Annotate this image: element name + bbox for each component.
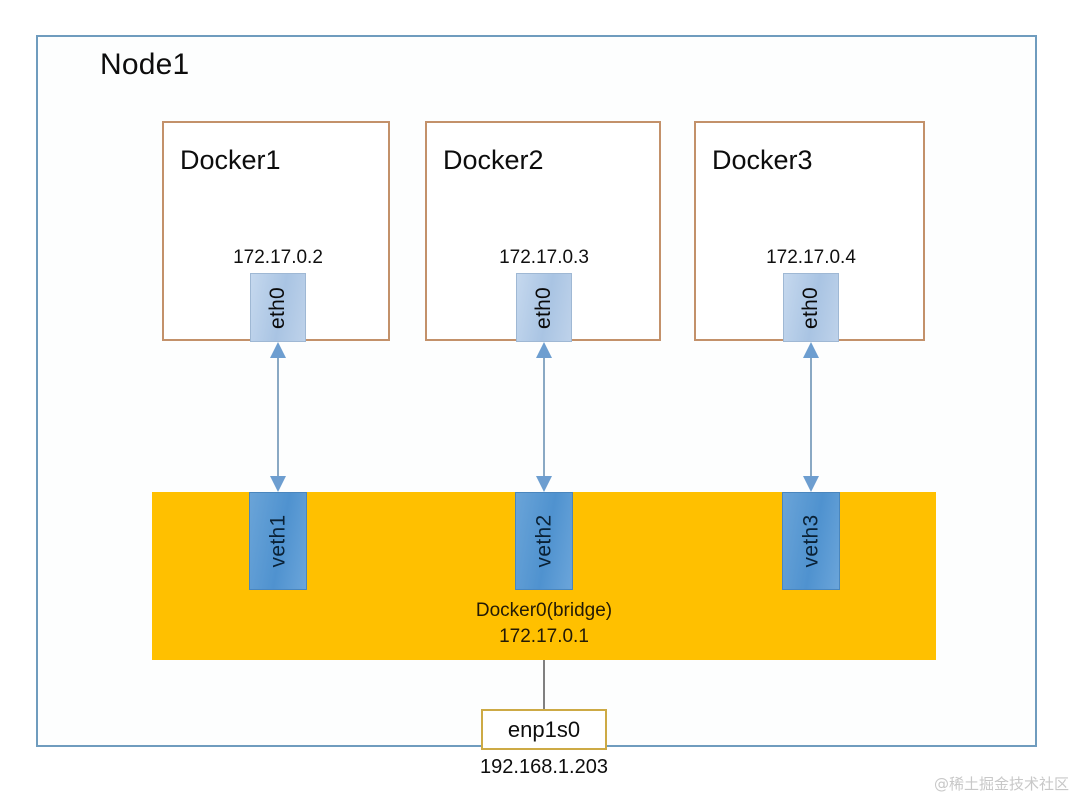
docker2-title: Docker2 <box>443 145 544 175</box>
veth3-port: veth3 <box>782 492 840 590</box>
veth1-port: veth1 <box>249 492 307 590</box>
watermark: @稀土掘金技术社区 <box>933 775 1069 793</box>
docker0-bridge-name: Docker0(bridge) <box>475 600 613 621</box>
enp1s0-interface: enp1s0 <box>481 709 607 750</box>
bridge-to-nic-connector <box>543 660 545 710</box>
enp1s0-label: enp1s0 <box>507 716 581 742</box>
arrow-eth0-veth3 <box>800 341 822 493</box>
docker3-eth0-label: eth0 <box>798 286 822 329</box>
veth2-port: veth2 <box>515 492 573 590</box>
arrow-eth0-veth1 <box>267 341 289 493</box>
docker2-eth0-label: eth0 <box>531 286 555 329</box>
docker1-eth0-label: eth0 <box>265 286 289 329</box>
docker3-ip-label: 172.17.0.4 <box>766 247 856 268</box>
node1-title: Node1 <box>100 48 190 81</box>
veth1-label: veth1 <box>266 514 289 568</box>
arrow-eth0-veth2 <box>533 341 555 493</box>
docker3-eth0-port: eth0 <box>783 273 839 342</box>
docker2-eth0-port: eth0 <box>516 273 572 342</box>
veth2-label: veth2 <box>532 514 555 568</box>
docker1-title: Docker1 <box>180 145 281 175</box>
docker2-ip-label: 172.17.0.3 <box>499 247 589 268</box>
docker1-eth0-port: eth0 <box>250 273 306 342</box>
docker3-title: Docker3 <box>712 145 813 175</box>
veth3-label: veth3 <box>799 514 822 568</box>
docker0-bridge-caption: Docker0(bridge) 172.17.0.1 <box>152 598 936 650</box>
docker0-bridge-ip: 172.17.0.1 <box>499 626 589 647</box>
enp1s0-ip-label: 192.168.1.203 <box>480 756 608 778</box>
docker1-ip-label: 172.17.0.2 <box>233 247 323 268</box>
